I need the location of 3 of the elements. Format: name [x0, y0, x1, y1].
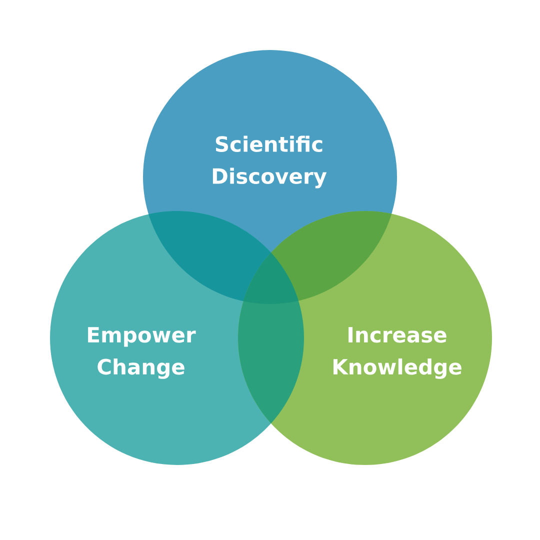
circle-label: Empower Change	[88, 327, 196, 379]
circle-label: Increase Knowledge	[334, 327, 462, 379]
circle-label: Scientific Discovery	[212, 136, 327, 188]
